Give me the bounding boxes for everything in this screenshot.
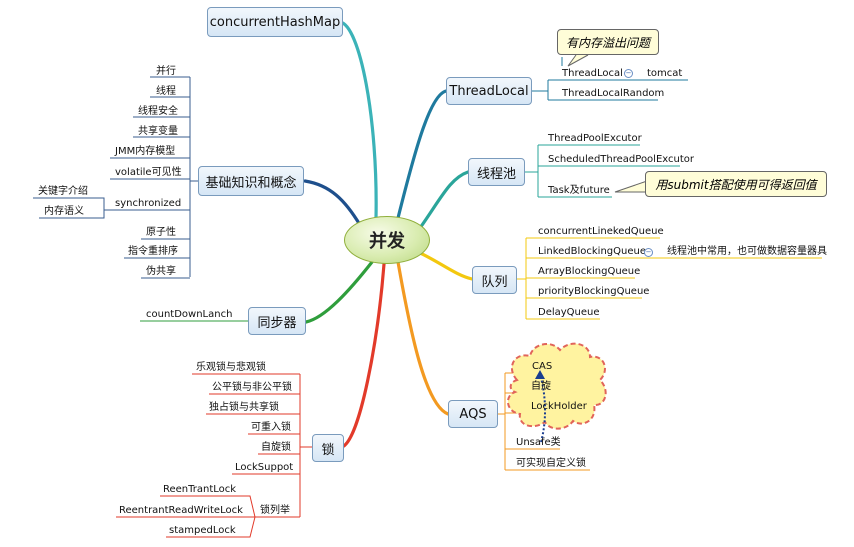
queue-item-arrayblockingqueue[interactable]: ArrayBlockingQueue xyxy=(538,266,641,277)
lock-item-reentrant[interactable]: 可重入锁 xyxy=(251,422,291,433)
branch-sync[interactable]: 同步器 xyxy=(248,307,306,335)
synchronized-item-memory[interactable]: 内存语义 xyxy=(44,206,84,217)
connector-queue xyxy=(416,250,474,281)
threadlocal-item-threadlocal[interactable]: ThreadLocal xyxy=(562,68,623,79)
lock-item-fair[interactable]: 公平锁与非公平锁 xyxy=(212,382,292,393)
collapse-icon[interactable]: − xyxy=(644,248,653,257)
queue-item-priorityblockingqueue[interactable]: priorityBlockingQueue xyxy=(538,286,650,297)
basics-item-parallel[interactable]: 并行 xyxy=(156,66,176,77)
basics-item-thread[interactable]: 线程 xyxy=(156,86,176,97)
branch-aqs[interactable]: AQS xyxy=(448,400,498,428)
branch-pool[interactable]: 线程池 xyxy=(468,158,525,186)
queue-item-concurrentlinkedqueue[interactable]: concurrentLinekedQueue xyxy=(538,226,664,237)
pool-item-future[interactable]: Task及future xyxy=(548,185,610,196)
connector-basics xyxy=(303,179,362,227)
lock-item-optimistic[interactable]: 乐观锁与悲观锁 xyxy=(196,362,266,373)
aqs-cloud-highlight xyxy=(507,342,607,430)
lock-list-rwlock[interactable]: ReentrantReadWriteLock xyxy=(119,505,243,516)
basics-item-jmm[interactable]: JMM内存模型 xyxy=(115,146,176,157)
threadlocal-item-random[interactable]: ThreadLocalRandom xyxy=(562,88,665,99)
basics-item-thread-safety[interactable]: 线程安全 xyxy=(138,106,178,117)
threadlocal-callout: 有内存溢出问题 xyxy=(557,29,659,55)
connector-lock xyxy=(340,262,386,449)
basics-item-atomicity[interactable]: 原子性 xyxy=(146,227,176,238)
branch-lock[interactable]: 锁 xyxy=(312,434,344,462)
branch-basics[interactable]: 基础知识和概念 xyxy=(198,166,304,196)
branch-threadlocal[interactable]: ThreadLocal xyxy=(446,77,532,105)
basics-item-synchronized[interactable]: synchronized xyxy=(115,198,182,209)
aqs-item-unsafe[interactable]: Unsafe类 xyxy=(516,437,561,448)
connector-threadlocal xyxy=(396,89,448,220)
collapse-icon[interactable]: − xyxy=(624,69,633,78)
basics-item-false-sharing[interactable]: 伪共享 xyxy=(146,266,176,277)
connector-pool xyxy=(418,170,470,230)
pool-item-threadpoolexecutor[interactable]: ThreadPoolExcutor xyxy=(548,133,642,144)
lock-item-spin[interactable]: 自旋锁 xyxy=(261,442,291,453)
lock-item-list[interactable]: 锁列举 xyxy=(260,505,290,516)
connector-aqs xyxy=(396,260,450,416)
aqs-item-spin[interactable]: 自旋 xyxy=(531,381,551,392)
basics-item-shared-variable[interactable]: 共享变量 xyxy=(138,126,178,137)
basics-item-volatile[interactable]: volatile可见性 xyxy=(115,167,182,178)
aqs-item-custom-lock[interactable]: 可实现自定义锁 xyxy=(516,458,586,469)
connector-concurrenthashmap xyxy=(338,20,378,220)
sync-item-countdownlatch[interactable]: countDownLanch xyxy=(146,309,233,320)
lock-item-exclusive[interactable]: 独占锁与共享锁 xyxy=(209,402,279,413)
synchronized-item-keyword[interactable]: 关键字介绍 xyxy=(38,186,88,197)
center-node[interactable]: 并发 xyxy=(344,216,430,264)
lock-item-locksupport[interactable]: LockSuppot xyxy=(235,462,294,473)
queue-item-linkedblockingqueue[interactable]: LinkedBlockingQueue xyxy=(538,246,646,257)
aqs-item-lockholder[interactable]: LockHolder xyxy=(531,401,587,412)
queue-item-linked-note[interactable]: 线程池中常用，也可做数据容量器具 xyxy=(667,246,827,257)
branch-queue[interactable]: 队列 xyxy=(472,266,517,294)
pool-callout: 用submit搭配使用可得返回值 xyxy=(645,171,827,197)
aqs-item-cas[interactable]: CAS xyxy=(532,361,553,372)
lock-list-stampedlock[interactable]: stampedLock xyxy=(169,525,236,536)
connector-sync xyxy=(304,260,374,324)
pool-item-scheduled[interactable]: ScheduledThreadPoolExcutor xyxy=(548,154,695,165)
queue-item-delayqueue[interactable]: DelayQueue xyxy=(538,307,600,318)
lock-list-reentrantlock[interactable]: ReenTrantLock xyxy=(163,484,237,495)
branch-concurrenthashmap[interactable]: concurrentHashMap xyxy=(207,7,343,37)
basics-item-reorder[interactable]: 指令重排序 xyxy=(128,246,178,257)
threadlocal-item-tomcat[interactable]: tomcat xyxy=(647,68,683,79)
